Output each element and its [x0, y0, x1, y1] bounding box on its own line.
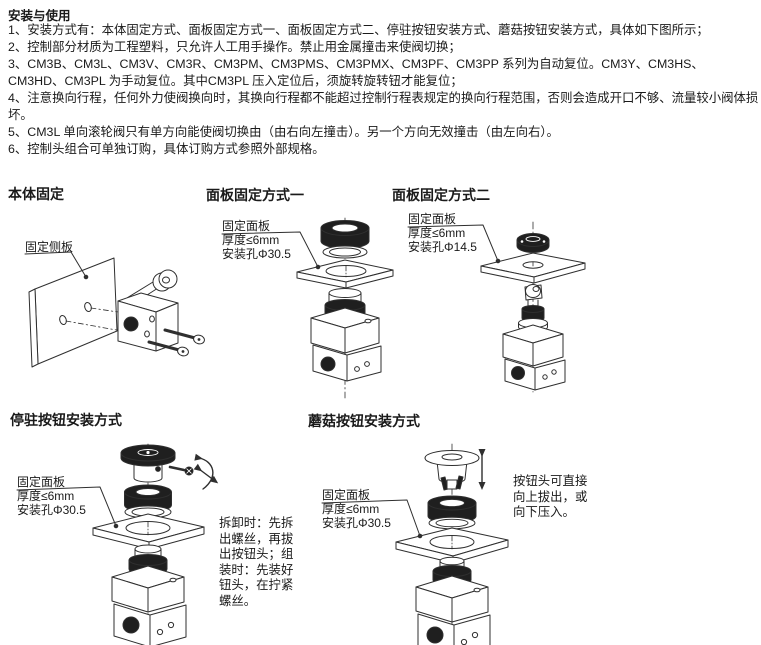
label-line: 厚度≤6mm [322, 502, 380, 516]
heading-mushroom-button: 蘑菇按钮安装方式 [308, 413, 420, 429]
heading-body-fix: 本体固定 [8, 186, 64, 202]
note-line: 5、CM3L 单向滚轮阀只有单方向能使阀切换由（由右向左撞击）。另一个方向无效撞… [8, 125, 559, 139]
body-fix-diagram [24, 251, 205, 368]
note-line: 1、安装方式有：本体固定方式、面板固定方式一、面板固定方式二、停驻按钮安装方式、… [8, 23, 709, 37]
parking-removal-note: 拆卸时：先拆出螺丝，再拔出按钮头；组装时：先装好钮头，在拧紧螺丝。 [219, 516, 294, 608]
double-arrow-icon [193, 463, 219, 484]
instruction-notes: 1、安装方式有：本体固定方式、面板固定方式一、面板固定方式二、停驻按钮安装方式、… [8, 22, 759, 158]
mushroom-operation-note: 按钮头可直接向上拔出，或向下压入。 [513, 474, 588, 519]
label-mushroom-panel: 固定面板 厚度≤6mm 安装孔Φ30.5 [322, 488, 391, 530]
label-line: 厚度≤6mm [17, 489, 75, 503]
heading-panel-fix-2: 面板固定方式二 [392, 187, 490, 203]
mushroom-button-diagram [321, 443, 509, 645]
label-line: 固定面板 [322, 488, 371, 502]
note-line: 2、控制部分材质为工程塑料，只允许人工用手操作。禁止用金属撞击来使阀切换； [8, 40, 461, 54]
label-line: 安装孔Φ30.5 [17, 503, 86, 517]
note-line: 6、控制头组合可单独订购，具体订购方式参照外部规格。 [8, 142, 325, 156]
label-parking-panel: 固定面板 厚度≤6mm 安装孔Φ30.5 [17, 475, 86, 517]
label-line: 安装孔Φ30.5 [322, 516, 391, 530]
label-line: 安装孔Φ14.5 [408, 240, 477, 254]
label-panel-1: 固定面板 厚度≤6mm 安装孔Φ30.5 [222, 219, 291, 261]
label-line: 固定侧板 [25, 240, 74, 254]
label-panel-2: 固定面板 厚度≤6mm 安装孔Φ14.5 [408, 212, 477, 254]
page-title: 安装与使用 [8, 9, 71, 23]
label-line: 安装孔Φ30.5 [222, 247, 291, 261]
rotate-arrow-icon [194, 453, 214, 490]
label-line: 固定面板 [408, 212, 457, 226]
note-line: 3、CM3B、CM3L、CM3V、CM3R、CM3PM、CM3PMS、CM3PM… [8, 57, 704, 88]
label-line: 固定面板 [222, 219, 271, 233]
label-side-plate: 固定侧板 [25, 240, 73, 254]
heading-parking-button: 停驻按钮安装方式 [10, 412, 122, 428]
heading-panel-fix-1: 面板固定方式一 [206, 187, 304, 203]
label-line: 厚度≤6mm [408, 226, 466, 240]
label-line: 固定面板 [17, 475, 66, 489]
note-line: 4、注意换向行程，任何外力使阀换向时，其换向行程都不能超过控制行程表规定的换向行… [8, 91, 759, 122]
label-line: 厚度≤6mm [222, 233, 280, 247]
